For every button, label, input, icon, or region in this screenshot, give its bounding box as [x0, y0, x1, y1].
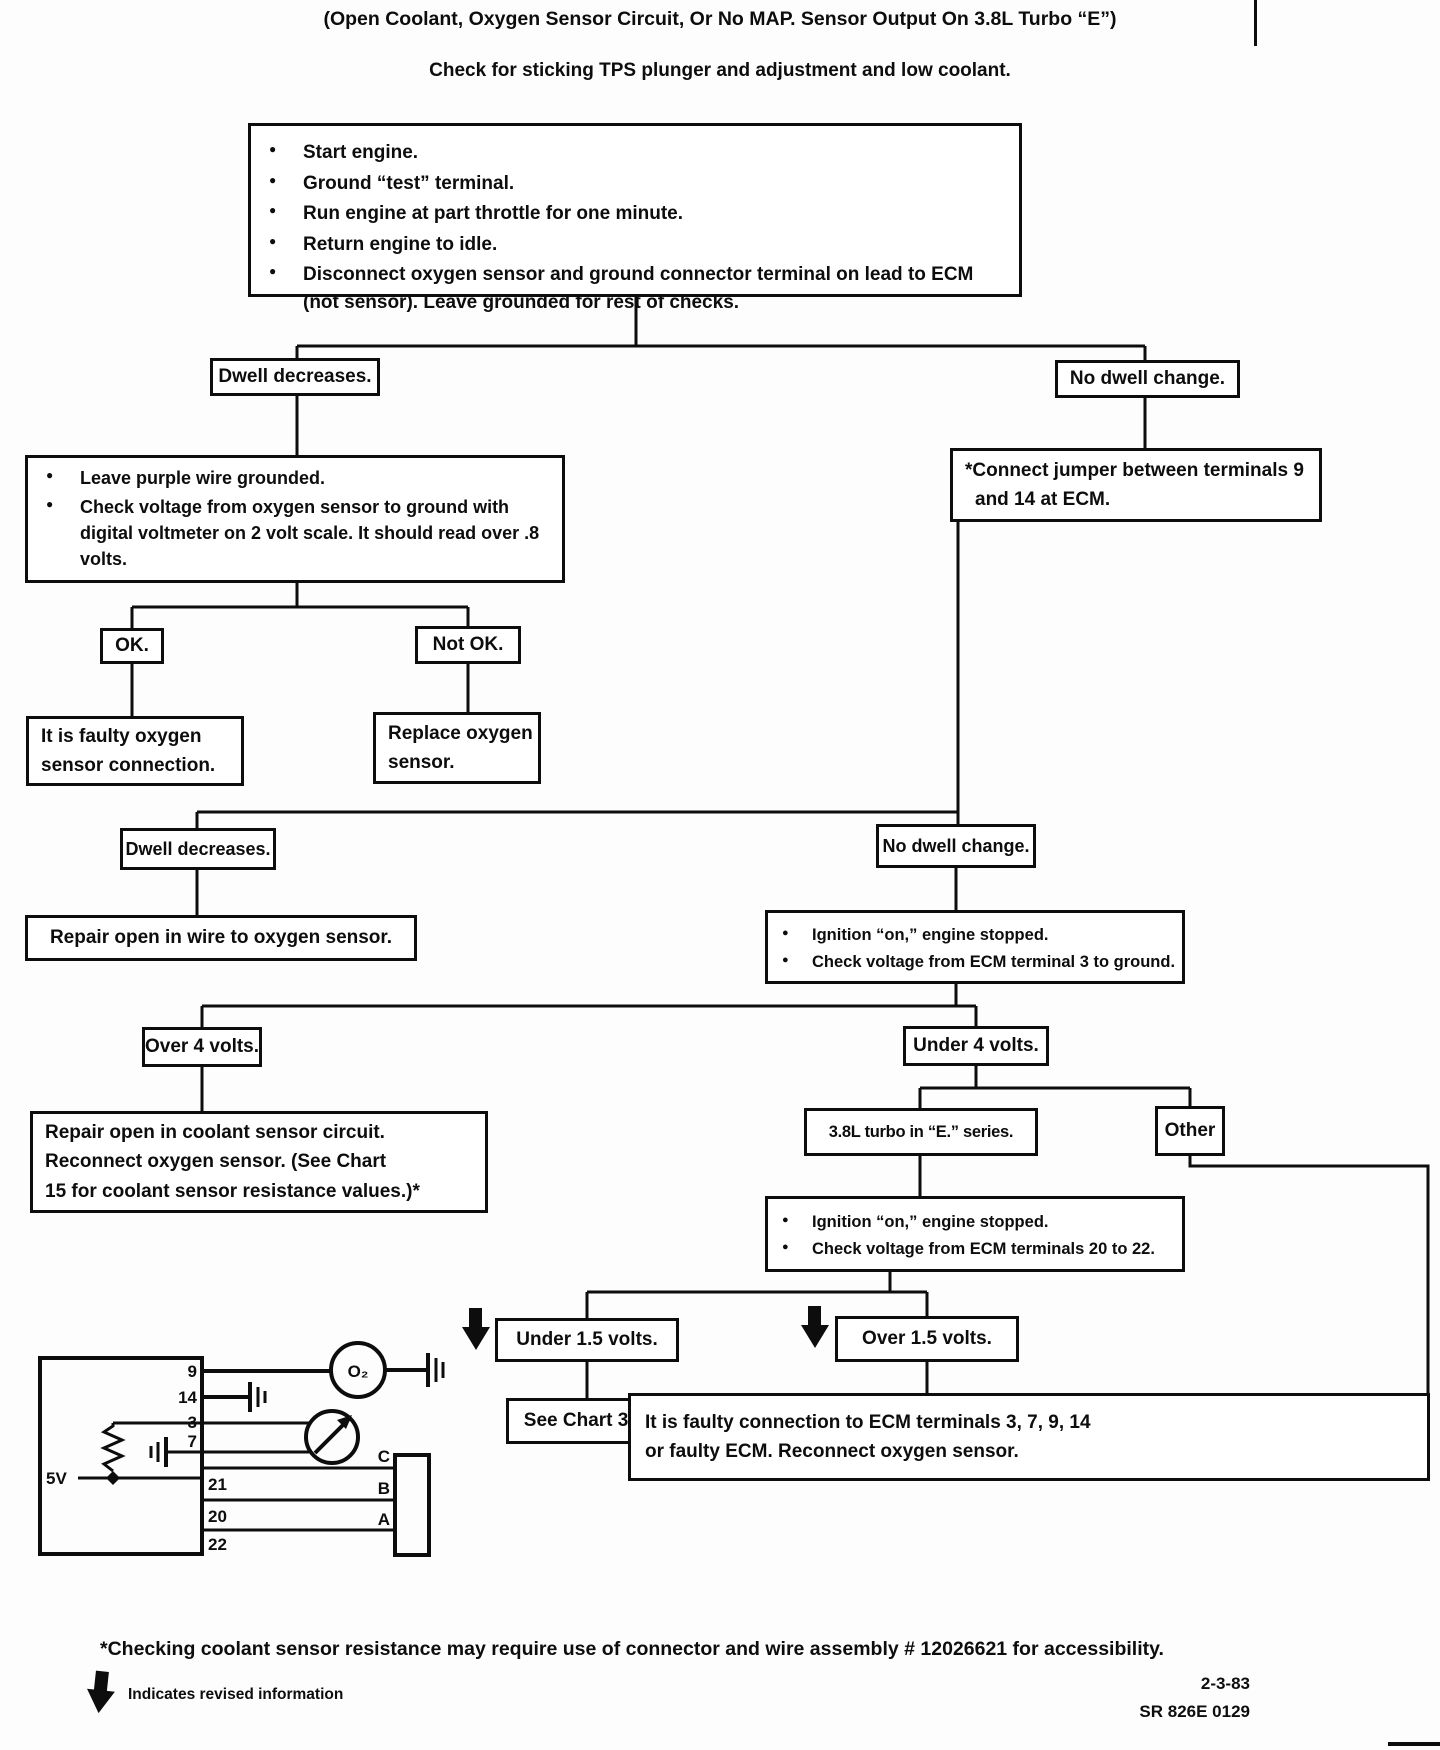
- line-item: sensor.: [388, 752, 455, 773]
- terminal-label-14: 14: [178, 1388, 197, 1407]
- page-edge-mark-top: [1254, 0, 1257, 46]
- node-check-oxygen-voltage: Leave purple wire grounded. Check voltage…: [25, 455, 565, 583]
- ecm-box: [38, 1356, 204, 1556]
- line-item: It is faulty connection to ECM terminals…: [645, 1411, 1091, 1433]
- o2-sensor-label: O₂: [348, 1362, 369, 1381]
- connector-plug-box: [393, 1453, 431, 1557]
- bullet-item: Disconnect oxygen sensor and ground conn…: [251, 261, 1005, 316]
- start-procedure-bullets: Start engine. Ground “test” terminal.Run …: [251, 126, 1019, 325]
- schematic-labels: 9 14 3 7 21 20 22 C B A O₂ 5V: [46, 1362, 390, 1554]
- line-item: Replace oxygen: [388, 722, 533, 744]
- line-item: It is faulty oxygen: [41, 725, 202, 747]
- footnote: *Checking coolant sensor resistance may …: [100, 1638, 1164, 1660]
- node-replace-oxygen-sensor: Replace oxygen sensor.: [373, 712, 541, 784]
- revision-legend-label: Indicates revised information: [128, 1686, 344, 1703]
- page-title: (Open Coolant, Oxygen Sensor Circuit, Or…: [323, 8, 1117, 30]
- check-ecm-terminal-3-bullets: Ignition “on,” engine stopped. Check volt…: [768, 913, 1182, 984]
- terminal-label-9: 9: [188, 1362, 197, 1381]
- supply-5v-label: 5V: [46, 1469, 67, 1488]
- line-item: 15 for coolant sensor resistance values.…: [45, 1180, 420, 1202]
- terminal-label-22: 22: [208, 1535, 227, 1554]
- resistor-symbol: [100, 1423, 126, 1473]
- line-item: Repair open in coolant sensor circuit.: [45, 1121, 385, 1143]
- revision-arrow-under-1-5-icon: [462, 1308, 490, 1350]
- line-item: *Connect jumper between terminals 9: [965, 459, 1304, 481]
- ecm-wiring-schematic: [38, 1341, 445, 1557]
- node-dwell-decreases-2: Dwell decreases.: [120, 828, 276, 870]
- sensor-wiper-arrowhead: [337, 1415, 352, 1429]
- node-connect-jumper: *Connect jumper between terminals 9 and 1…: [950, 448, 1322, 522]
- pin-label-a: A: [378, 1510, 390, 1529]
- node-no-dwell-change-2: No dwell change.: [876, 824, 1036, 868]
- node-turbo-e-series: 3.8L turbo in “E.” series.: [804, 1108, 1038, 1156]
- node-repair-coolant-circuit: Repair open in coolant sensor circuit. Re…: [30, 1111, 488, 1213]
- bullet-item: Run engine at part throttle for one minu…: [251, 200, 1005, 228]
- connector-lines: [130, 297, 1430, 1398]
- node-over-4-volts: Over 4 volts.: [142, 1027, 262, 1067]
- node-dwell-decreases-1: Dwell decreases.: [210, 358, 380, 396]
- node-other: Other: [1155, 1106, 1225, 1156]
- check-oxygen-voltage-bullets: Leave purple wire grounded. Check voltage…: [28, 458, 562, 581]
- terminal-label-21: 21: [208, 1475, 227, 1494]
- node-check-ecm-terminal-3: Ignition “on,” engine stopped. Check volt…: [765, 910, 1185, 984]
- node-faulty-oxygen-connection: It is faulty oxygen sensor connection.: [26, 716, 244, 786]
- document-number: SR 826E 0129: [1139, 1702, 1250, 1721]
- node-under-1-5-volts: Under 1.5 volts.: [495, 1318, 679, 1362]
- bullet-item: Ignition “on,” engine stopped.: [768, 924, 1168, 948]
- node-no-dwell-change-1: No dwell change.: [1055, 360, 1240, 398]
- node-repair-open-wire: Repair open in wire to oxygen sensor.: [25, 915, 417, 961]
- bullet-item: Ignition “on,” engine stopped.: [768, 1211, 1168, 1235]
- node-under-4-volts: Under 4 volts.: [903, 1026, 1049, 1066]
- revision-date: 2-3-83: [1200, 1674, 1250, 1693]
- pin-label-b: B: [378, 1479, 390, 1498]
- line-item: sensor connection.: [41, 755, 216, 776]
- node-start-procedure: Start engine. Ground “test” terminal.Run …: [248, 123, 1022, 313]
- bullet-item: Ground “test” terminal.: [251, 170, 1005, 198]
- node-ok: OK.: [100, 628, 164, 664]
- revision-legend-arrow-icon: [87, 1670, 115, 1714]
- node-not-ok: Not OK.: [415, 626, 521, 664]
- node-over-1-5-volts: Over 1.5 volts.: [835, 1316, 1019, 1362]
- bullet-item: Leave purple wire grounded.: [28, 465, 548, 491]
- check-ecm-terminals-20-22-bullets: Ignition “on,” engine stopped. Check volt…: [768, 1199, 1182, 1271]
- node-faulty-ecm-connection: It is faulty connection to ECM terminals…: [628, 1393, 1430, 1481]
- page-subtitle: Check for sticking TPS plunger and adjus…: [429, 60, 1011, 81]
- terminal-label-3: 3: [188, 1413, 197, 1432]
- bullet-item: Check voltage from ECM terminal 3 to gro…: [768, 951, 1175, 975]
- terminal-label-20: 20: [208, 1507, 227, 1526]
- junction-node: [106, 1471, 120, 1485]
- bullet-item: Check voltage from ECM terminals 20 to 2…: [768, 1238, 1168, 1262]
- bullet-item: Return engine to idle.: [251, 231, 1005, 259]
- terminal-label-7: 7: [188, 1432, 197, 1451]
- line-item: and 14 at ECM.: [975, 489, 1111, 510]
- bullet-item: Start engine.: [251, 139, 1005, 167]
- page-edge-mark-bottom: [1388, 1742, 1440, 1746]
- line-item: Reconnect oxygen sensor. (See Chart: [45, 1151, 387, 1173]
- pin-label-c: C: [378, 1447, 390, 1466]
- revision-arrow-over-1-5-icon: [801, 1306, 829, 1348]
- bullet-item: Check voltage from oxygen sensor to grou…: [28, 494, 548, 572]
- line-item: or faulty ECM. Reconnect oxygen sensor.: [645, 1441, 1019, 1462]
- node-check-ecm-terminals-20-22: Ignition “on,” engine stopped. Check volt…: [765, 1196, 1185, 1272]
